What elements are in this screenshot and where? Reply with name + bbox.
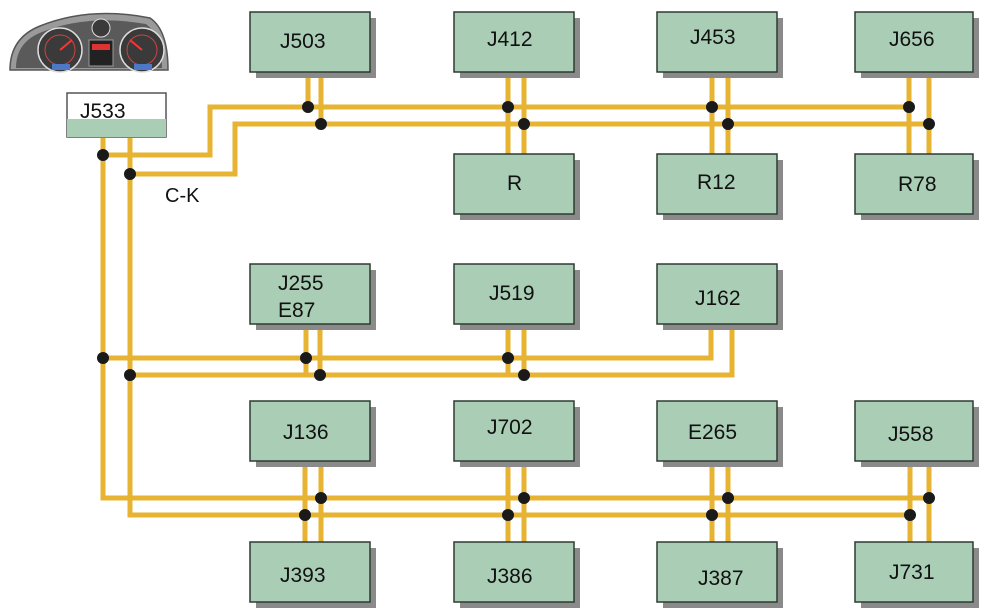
svg-text:J503: J503 [280, 30, 326, 53]
svg-text:R12: R12 [697, 171, 736, 194]
svg-text:J702: J702 [487, 416, 533, 439]
bus-junction-nodes [97, 101, 935, 521]
module-j519: J519 [453, 263, 580, 330]
module-j702: J702 [453, 400, 580, 467]
svg-text:J387: J387 [698, 567, 744, 590]
svg-text:J136: J136 [283, 421, 329, 444]
module-r12: R12 [656, 153, 783, 220]
svg-text:J393: J393 [280, 564, 326, 587]
svg-text:J386: J386 [487, 565, 533, 588]
module-j255-e87: J255 E87 [249, 263, 376, 330]
module-j162: J162 [656, 263, 783, 330]
module-r78: R78 [854, 153, 979, 220]
svg-text:J731: J731 [889, 561, 935, 584]
svg-text:J519: J519 [489, 282, 535, 305]
module-e265: E265 [656, 400, 783, 467]
module-r: R [453, 153, 580, 220]
svg-text:J656: J656 [889, 28, 935, 51]
bus-label: C-K [165, 185, 200, 207]
module-j656: J656 [854, 11, 979, 78]
bus-wires [100, 74, 932, 545]
module-j731: J731 [854, 541, 979, 608]
svg-text:J453: J453 [690, 26, 736, 49]
instrument-cluster [9, 12, 169, 73]
module-j412: J412 [453, 11, 580, 78]
module-j503: J503 [249, 11, 376, 78]
svg-text:E87: E87 [278, 299, 315, 322]
module-j136: J136 [249, 400, 376, 467]
svg-text:J162: J162 [695, 287, 741, 310]
module-j393: J393 [249, 541, 376, 608]
module-j453: J453 [656, 11, 783, 78]
module-j386: J386 [453, 541, 580, 608]
svg-text:J412: J412 [487, 28, 533, 51]
svg-text:E265: E265 [688, 421, 737, 444]
module-j558: J558 [854, 400, 979, 467]
module-j387: J387 [656, 541, 783, 608]
gateway-label: J533 [80, 100, 126, 123]
svg-text:J255: J255 [278, 272, 324, 295]
svg-text:R: R [507, 172, 522, 195]
gateway-module-j533: J533 [66, 92, 167, 138]
svg-text:R78: R78 [898, 173, 937, 196]
svg-text:J558: J558 [888, 423, 934, 446]
